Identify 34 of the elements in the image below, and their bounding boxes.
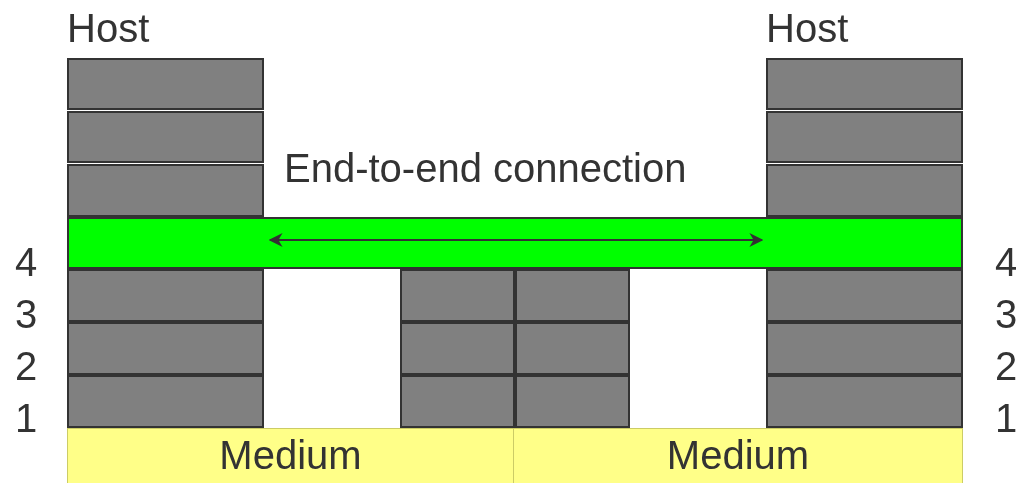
layer-number: 3 — [15, 294, 38, 334]
transport-layer-band — [67, 217, 963, 269]
medium-label: Medium — [666, 433, 810, 478]
medium-bar — [67, 428, 514, 483]
layer-box — [766, 375, 963, 428]
layer-box — [515, 269, 630, 322]
layer-box — [766, 269, 963, 322]
layer-box — [515, 322, 630, 375]
layer-box — [400, 322, 515, 375]
layer-number: 2 — [15, 346, 38, 386]
layer-box — [67, 375, 264, 428]
layer-number: 3 — [995, 294, 1016, 334]
layer-box — [67, 111, 264, 163]
layer-box — [400, 375, 515, 428]
layer-box — [400, 269, 515, 322]
layer-box — [67, 269, 264, 322]
layer-box — [766, 164, 963, 217]
connection-label: End-to-end connection — [284, 148, 687, 188]
layer-box — [766, 111, 963, 163]
medium-bar — [513, 428, 963, 483]
layer-box — [67, 322, 264, 375]
layer-box — [766, 322, 963, 375]
layer-box — [67, 164, 264, 217]
layer-box — [67, 58, 264, 110]
medium-label: Medium — [219, 433, 362, 478]
host-label: Host — [67, 8, 150, 48]
layer-number: 4 — [995, 242, 1016, 282]
layer-box — [515, 375, 630, 428]
layer-number: 4 — [15, 242, 38, 282]
host-label: Host — [766, 8, 849, 48]
layer-number: 2 — [995, 346, 1016, 386]
layer-box — [766, 58, 963, 110]
layer-number: 1 — [995, 398, 1016, 438]
layer-number: 1 — [15, 398, 38, 438]
